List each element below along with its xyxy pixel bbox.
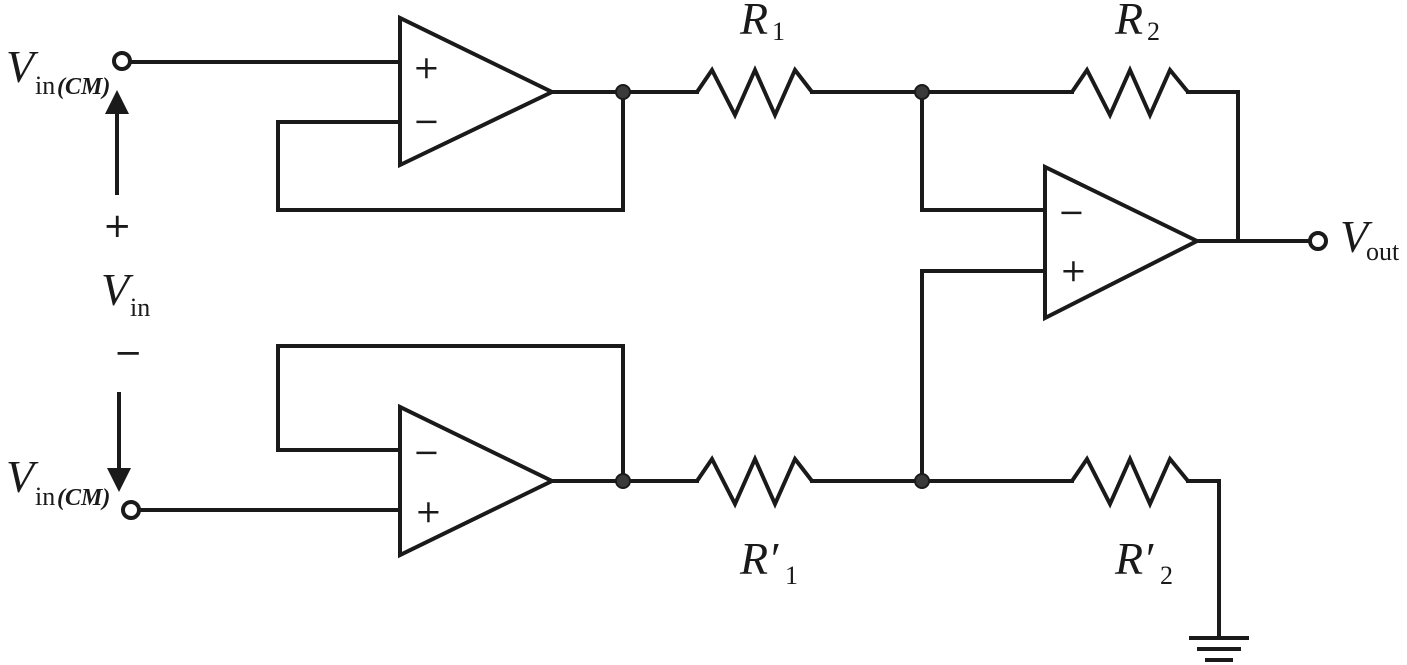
label-vin: + V in − (101, 206, 150, 373)
vin-minus-mark: − (114, 333, 143, 373)
svg-text:(CM): (CM) (57, 485, 110, 511)
difference-opamp: − + (1043, 163, 1202, 322)
bottom-buffer-opamp: − + (398, 403, 557, 559)
svg-text:R′: R′ (739, 533, 779, 584)
svg-text:1: 1 (772, 17, 785, 46)
wire-r2-to-output (1186, 90, 1240, 243)
svg-text:2: 2 (1147, 17, 1160, 46)
svg-text:in: in (35, 71, 55, 100)
top-buffer-opamp-body (398, 14, 557, 169)
label-r1-prime: R′ 1 (739, 533, 798, 590)
terminal-bottom-input (121, 500, 141, 520)
label-r1: R 1 (739, 0, 785, 46)
wire-top-feedback (276, 90, 625, 212)
ground-icon (1189, 636, 1249, 662)
terminal-output (1308, 231, 1328, 251)
terminal-top-input (112, 51, 132, 71)
label-vout: V out (1340, 211, 1400, 266)
wire-node-to-noninverting (920, 269, 1047, 483)
wire-node-to-inverting (920, 90, 1047, 212)
svg-text:R: R (1114, 0, 1143, 44)
wire-r2p-to-ground (1186, 479, 1221, 639)
svg-text:V: V (1340, 211, 1373, 262)
svg-text:1: 1 (785, 561, 798, 590)
junction-node-bottom-middle (914, 473, 930, 489)
label-r2: R 2 (1114, 0, 1160, 46)
resistor-r2 (1070, 65, 1190, 120)
bottom-buffer-inverting-mark: − (413, 433, 440, 471)
difference-noninverting-mark: + (1060, 251, 1087, 289)
svg-text:R′: R′ (1114, 533, 1154, 584)
svg-text:in: in (35, 482, 55, 511)
svg-text:V: V (6, 41, 39, 92)
svg-text:R: R (739, 0, 768, 44)
bottom-buffer-noninverting-mark: + (415, 492, 442, 530)
svg-text:(CM): (CM) (57, 74, 110, 100)
vin-arrow-up-icon (105, 90, 129, 195)
junction-node-top-middle (914, 84, 930, 100)
svg-text:in: in (130, 293, 150, 322)
svg-text:V: V (6, 451, 39, 502)
label-r2-prime: R′ 2 (1114, 533, 1173, 590)
junction-node-bottom-buffer-out (615, 473, 631, 489)
label-vin-cm-top: V in (CM) (6, 41, 110, 100)
top-buffer-opamp: + − (398, 14, 557, 169)
resistor-r1-prime (695, 454, 814, 509)
top-buffer-noninverting-mark: + (413, 48, 440, 86)
top-buffer-inverting-mark: − (413, 102, 440, 140)
bottom-buffer-opamp-body (398, 403, 557, 559)
vin-arrow-down-icon (107, 392, 131, 492)
label-vin-cm-bottom: V in (CM) (6, 451, 110, 511)
svg-text:V: V (101, 264, 134, 315)
vin-plus-mark: + (103, 206, 132, 246)
svg-text:2: 2 (1160, 561, 1173, 590)
wire-bottom-feedback (276, 344, 625, 483)
difference-inverting-mark: − (1058, 193, 1085, 231)
difference-opamp-body (1043, 163, 1202, 322)
resistor-r2-prime (1070, 454, 1190, 509)
junction-node-top-buffer-out (615, 84, 631, 100)
resistor-r1 (695, 65, 814, 120)
svg-text:out: out (1366, 237, 1400, 266)
wires (129, 60, 1312, 639)
